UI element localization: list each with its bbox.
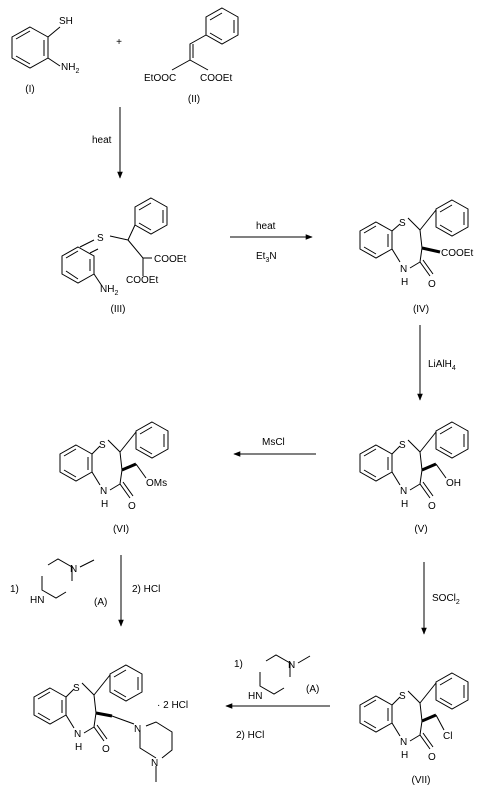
compound-VII: S N H O Cl (VII) — [359, 672, 469, 786]
condition-step-3: LiAlH4 — [428, 359, 456, 372]
final-s: S — [73, 683, 80, 694]
plus-sign: + — [116, 37, 122, 48]
final-product: S N H O N N · 2 HCl — [33, 664, 188, 782]
compound-I-nh2: NH2 — [61, 62, 79, 75]
compound-III-ester-2: COOEt — [126, 275, 158, 286]
compound-VII-n: N — [400, 737, 407, 748]
step-5-hcl: 2) HCl — [132, 584, 160, 595]
step-7-piperazine-hn: HN — [248, 691, 262, 702]
compound-IV: S N H O COOEt (IV) — [359, 199, 473, 315]
compound-II-ester-right: COOEt — [200, 73, 232, 84]
compound-III: S COOEt COOEt NH2 (III) — [61, 197, 186, 315]
condition-step-2-top: heat — [256, 221, 276, 232]
reagent-A-step-7: 1) HN N (A) 2) HCl — [234, 654, 319, 741]
compound-V-s: S — [399, 440, 406, 451]
compound-I: SH NH2 (I) — [11, 16, 79, 95]
compound-VI-o: O — [128, 501, 136, 512]
compound-V-label: (V) — [414, 524, 427, 535]
compound-IV-o: O — [428, 279, 436, 290]
final-n-ring: N — [74, 729, 81, 740]
compound-II-label: (II) — [188, 94, 200, 105]
final-o: O — [102, 744, 110, 755]
final-n-piperazine-2: N — [151, 758, 158, 769]
compound-V: S N H O OH (V) — [359, 421, 469, 535]
condition-step-6: SOCl2 — [432, 593, 460, 606]
step-7-piperazine-n: N — [288, 660, 295, 671]
piperazine-label: (A) — [94, 597, 107, 608]
compound-IV-s: S — [399, 218, 406, 229]
compound-III-s: S — [97, 233, 104, 244]
compound-VII-s: S — [399, 691, 406, 702]
compound-V-h: H — [401, 499, 408, 510]
compound-IV-h: H — [401, 277, 408, 288]
compound-V-oh: OH — [446, 478, 461, 489]
step-5-number-1: 1) — [10, 584, 19, 595]
step-7-piperazine-label: (A) — [306, 684, 319, 695]
compound-VI-s: S — [99, 440, 106, 451]
condition-step-4: MsCl — [262, 437, 285, 448]
piperazine-hn: HN — [30, 595, 44, 606]
compound-IV-n: N — [400, 264, 407, 275]
compound-III-label: (III) — [111, 304, 126, 315]
final-salt: · 2 HCl — [157, 700, 188, 711]
compound-II-ester-left: EtOOC — [144, 73, 176, 84]
compound-IV-label: (IV) — [413, 304, 429, 315]
reagent-A-step-5: 1) HN N (A) 2) HCl — [10, 558, 160, 608]
compound-VI-oms: OMs — [146, 478, 167, 489]
compound-VII-o: O — [428, 752, 436, 763]
compound-VII-label: (VII) — [412, 775, 431, 786]
compound-VI-label: (VI) — [113, 524, 129, 535]
step-7-number-1: 1) — [234, 659, 243, 670]
compound-I-sh: SH — [59, 16, 73, 27]
compound-V-o: O — [428, 501, 436, 512]
compound-V-n: N — [400, 486, 407, 497]
compound-VII-h: H — [401, 750, 408, 761]
compound-I-label: (I) — [25, 84, 34, 95]
compound-VI-h: H — [101, 499, 108, 510]
piperazine-n: N — [70, 564, 77, 575]
compound-IV-ester: COOEt — [441, 248, 473, 259]
compound-VII-cl: Cl — [443, 731, 452, 742]
compound-VI: S N H O OMs (VI) — [59, 421, 169, 535]
step-7-hcl: 2) HCl — [236, 730, 264, 741]
compound-III-nh2: NH2 — [100, 284, 118, 297]
compound-III-ester-1: COOEt — [154, 254, 186, 265]
compound-VI-n: N — [100, 486, 107, 497]
condition-step-1: heat — [92, 135, 112, 146]
final-n-piperazine-1: N — [134, 724, 141, 735]
compound-II: EtOOC COOEt (II) — [144, 7, 239, 105]
condition-step-2-bottom: Et3N — [256, 251, 277, 264]
final-h: H — [75, 742, 82, 753]
